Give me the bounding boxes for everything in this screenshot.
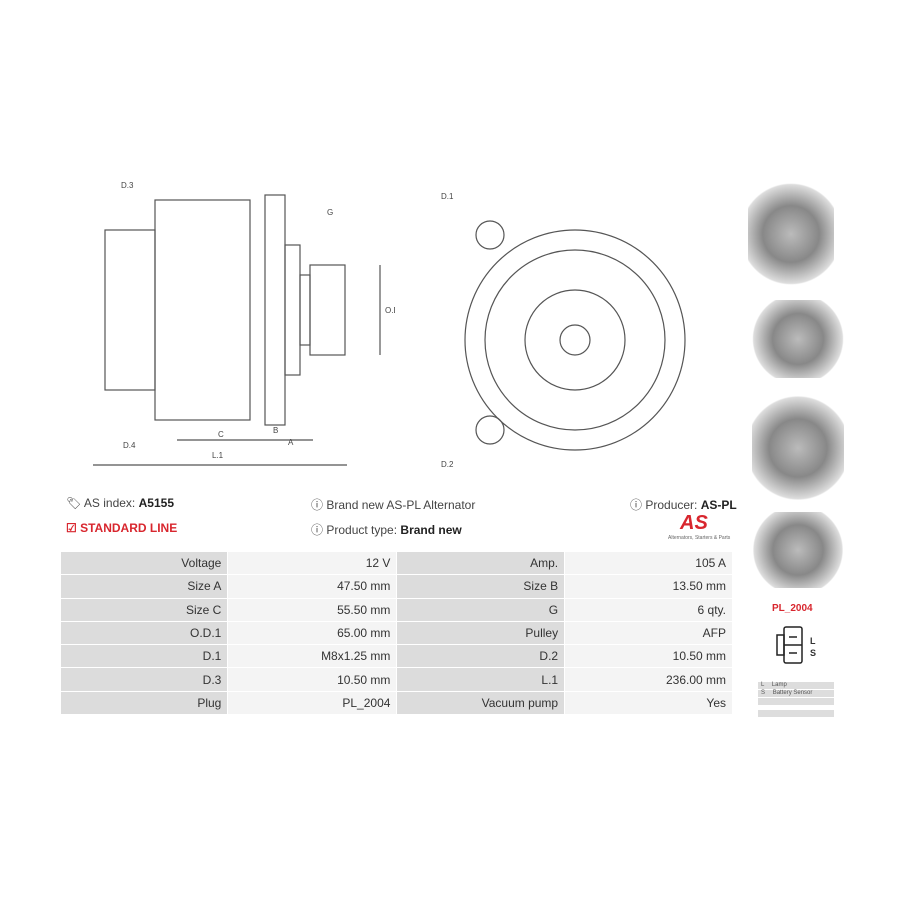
spec-label: Size C xyxy=(59,597,229,622)
spec-value: 47.50 mm xyxy=(227,574,398,599)
legend-row xyxy=(758,710,834,717)
description: ⓘ Brand new AS-PL Alternator xyxy=(311,498,476,512)
svg-text:D.4: D.4 xyxy=(123,441,136,450)
spec-value: 10.50 mm xyxy=(564,644,733,669)
product-photo-back[interactable] xyxy=(748,512,848,588)
svg-text:D.3: D.3 xyxy=(121,181,134,190)
spec-label: Pulley xyxy=(396,620,566,646)
spec-value: 10.50 mm xyxy=(227,667,398,692)
standard-line-badge: ☑ STANDARD LINE xyxy=(66,521,178,535)
svg-text:D.1: D.1 xyxy=(441,192,454,201)
svg-text:B: B xyxy=(273,426,278,435)
spec-label: Voltage xyxy=(59,550,229,576)
spec-label: G xyxy=(396,597,566,622)
spec-label: D.3 xyxy=(59,667,229,692)
spec-label: Vacuum pump xyxy=(396,690,566,716)
spec-value: AFP xyxy=(564,620,733,646)
tag-icon: 🏷 xyxy=(66,496,84,510)
pin-s: S xyxy=(810,648,817,658)
spec-label: D.1 xyxy=(59,644,229,669)
product-photo-side[interactable] xyxy=(748,300,848,378)
legend-row: S Battery Sensor xyxy=(758,690,834,697)
product-type: ⓘ Product type: Brand new xyxy=(311,523,462,537)
spec-label: Size B xyxy=(396,574,566,599)
info-icon: ⓘ xyxy=(630,498,646,512)
spec-value: 236.00 mm xyxy=(564,667,733,692)
plug-name: PL_2004 xyxy=(772,603,813,614)
svg-text:D.2: D.2 xyxy=(441,460,454,469)
spec-value: 6 qty. xyxy=(564,597,733,622)
product-photo-front[interactable] xyxy=(748,178,834,290)
spec-value: 55.50 mm xyxy=(227,597,398,622)
front-view-drawing: D.1 D.2 xyxy=(441,192,686,469)
spec-value: M8x1.25 mm xyxy=(227,644,398,669)
svg-text:A: A xyxy=(288,438,294,447)
product-photo-angle[interactable] xyxy=(752,392,844,504)
spec-label: Size A xyxy=(59,574,229,599)
spec-label: Plug xyxy=(59,690,229,716)
spec-value: Yes xyxy=(564,690,733,716)
side-view-drawing: D.3 D.4 G O.D.1 C B A L.1 xyxy=(93,181,395,466)
pin-l: L xyxy=(810,636,816,646)
svg-text:G: G xyxy=(327,208,333,217)
spec-value: 105 A xyxy=(564,550,733,576)
spec-value: 13.50 mm xyxy=(564,574,733,599)
spec-value: 65.00 mm xyxy=(227,620,398,646)
spec-label: O.D.1 xyxy=(59,620,229,646)
logo-tagline: Alternators, Starters & Parts xyxy=(668,535,731,541)
svg-text:C: C xyxy=(218,430,224,439)
spec-label: Amp. xyxy=(396,550,566,576)
svg-text:L.1: L.1 xyxy=(212,451,224,460)
producer: ⓘ Producer: AS-PL xyxy=(630,498,737,512)
spec-label: L.1 xyxy=(396,667,566,692)
info-icon: ⓘ xyxy=(311,498,327,512)
spec-label: D.2 xyxy=(396,644,566,669)
checkbox-icon: ☑ xyxy=(66,521,81,535)
plug-diagram-icon xyxy=(776,626,803,664)
spec-value: 12 V xyxy=(227,550,398,576)
svg-text:O.D.1: O.D.1 xyxy=(385,306,395,315)
as-pl-logo: AS xyxy=(680,512,708,534)
as-index: 🏷 AS index: A5155 xyxy=(66,496,174,510)
legend-row: L Lamp xyxy=(758,682,834,689)
spec-value: PL_2004 xyxy=(227,690,398,716)
info-icon: ⓘ xyxy=(311,523,327,537)
legend-row xyxy=(758,698,834,705)
